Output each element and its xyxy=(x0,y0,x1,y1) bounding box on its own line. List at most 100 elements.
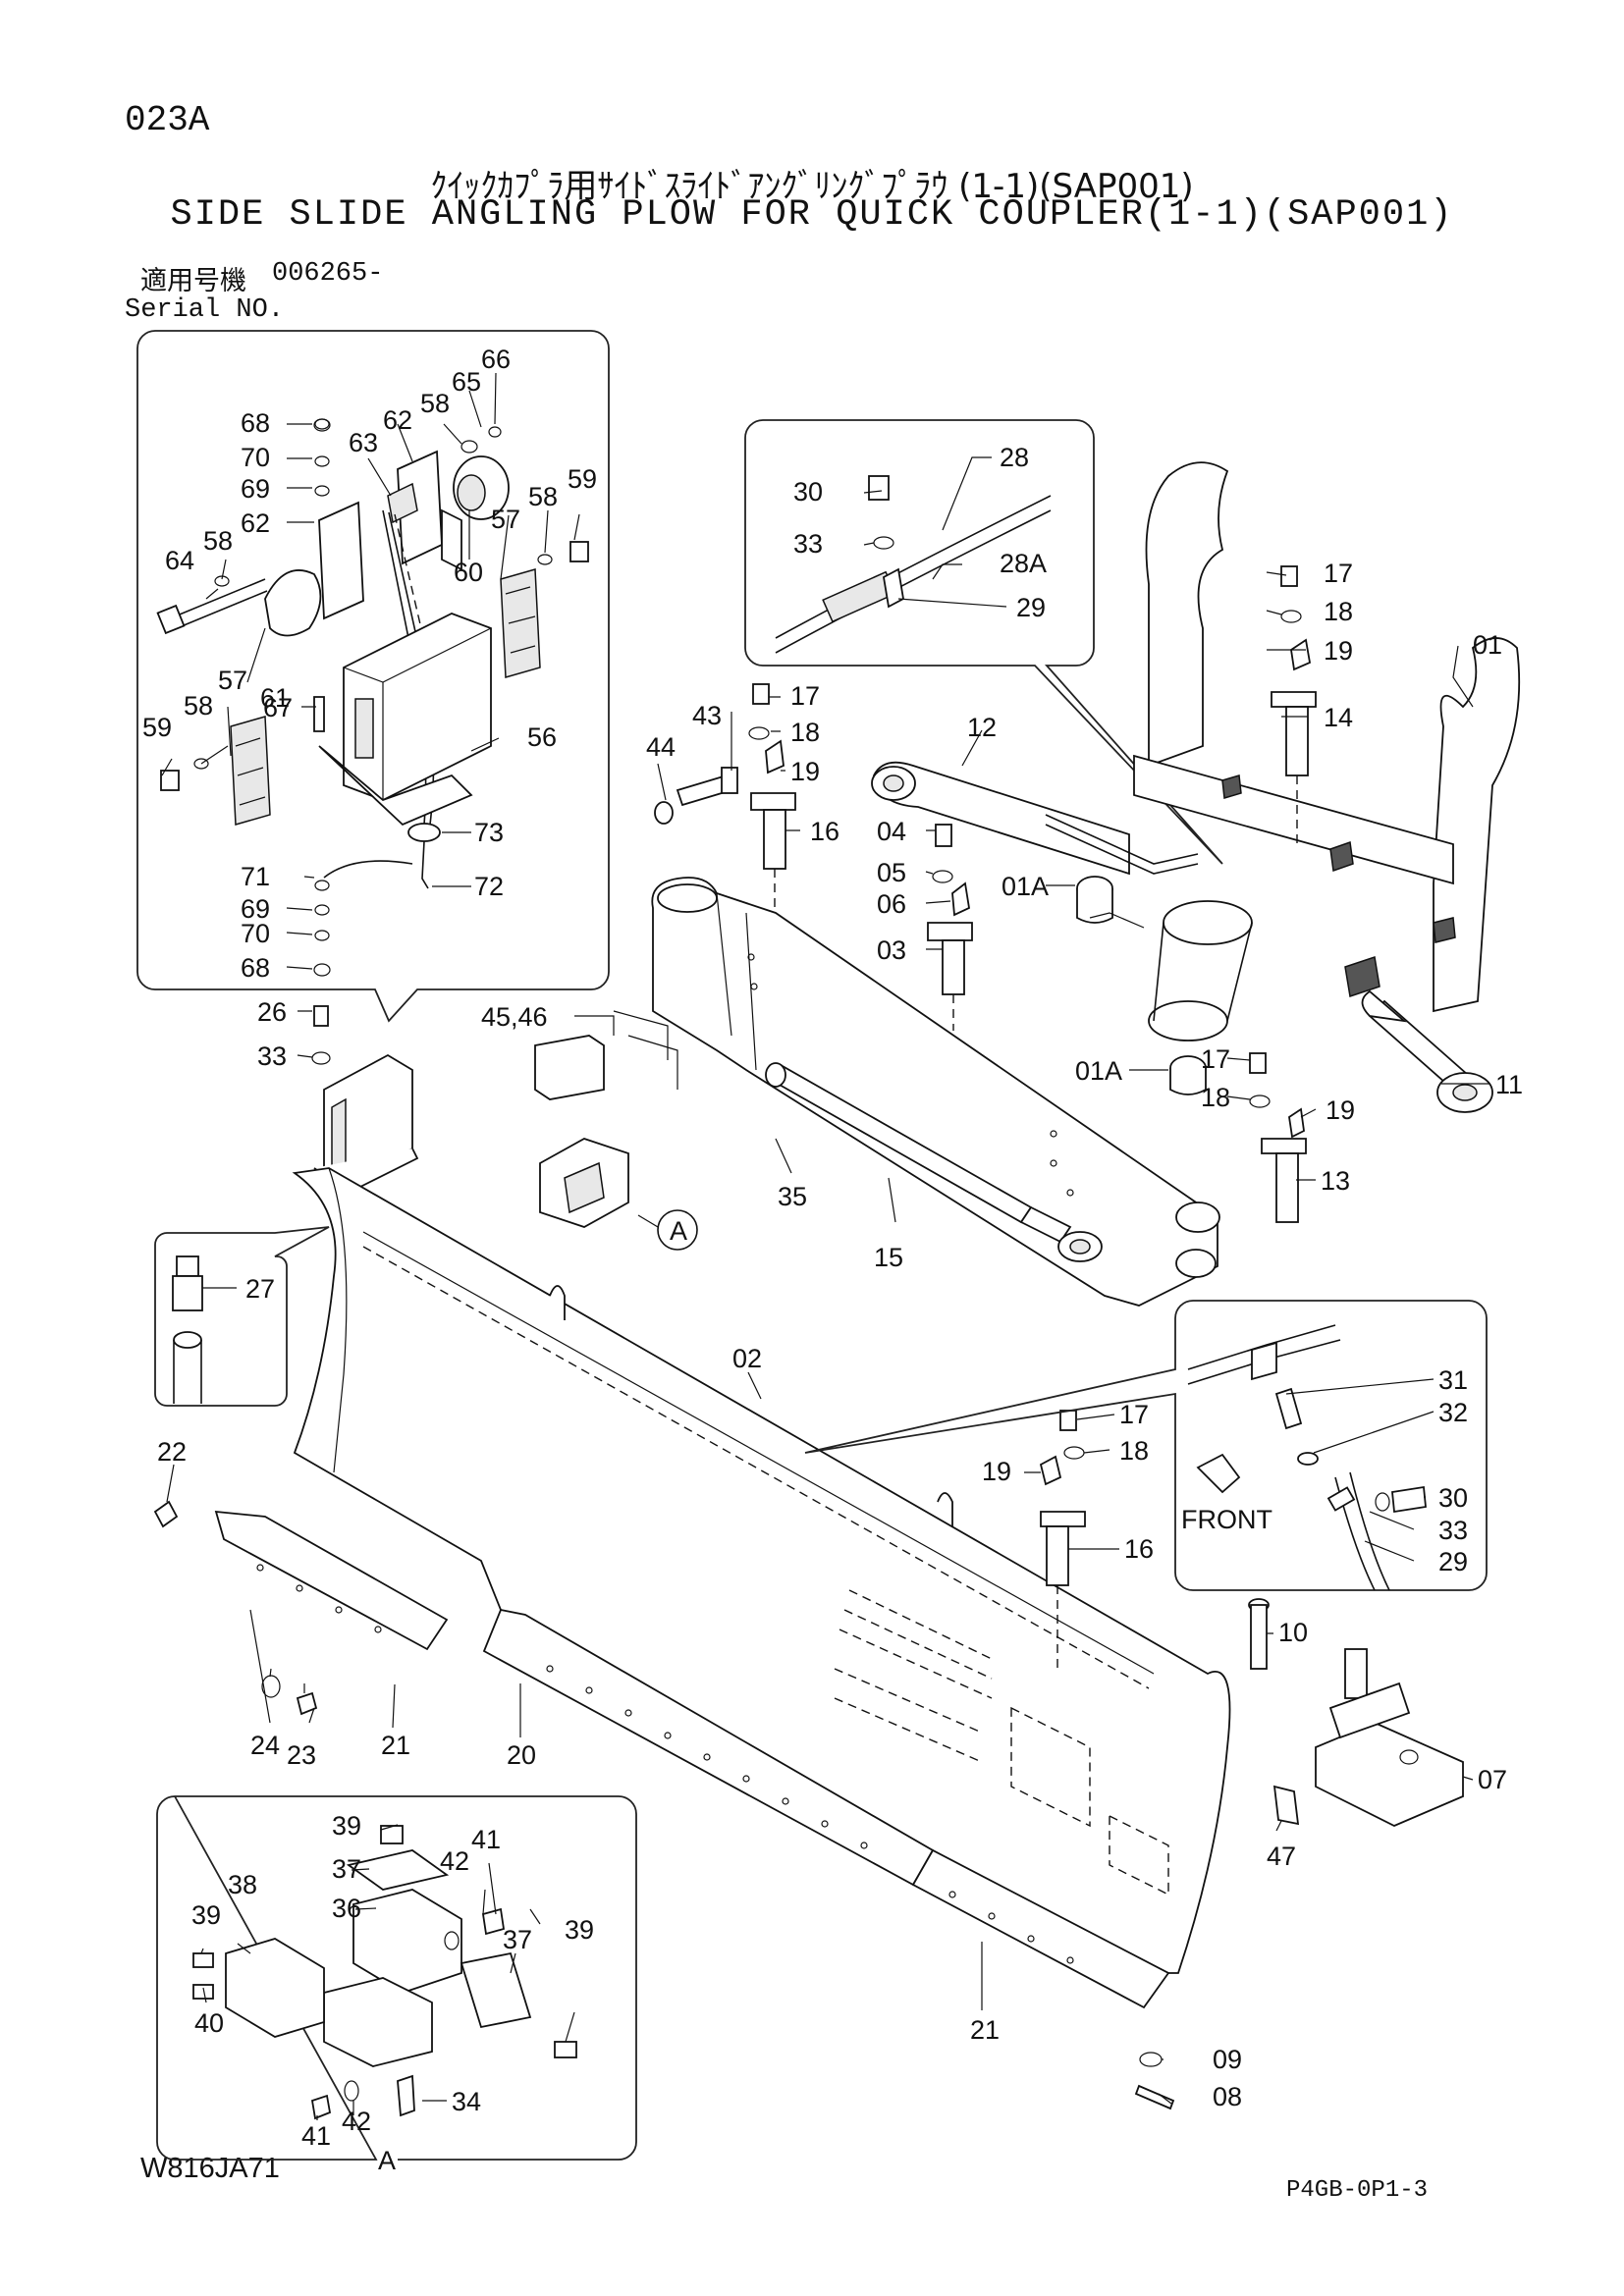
callout-36: 36 xyxy=(332,1894,361,1923)
drawing-code: W816JA71 xyxy=(140,2153,280,2184)
callout-32: 32 xyxy=(1438,1398,1468,1427)
page-title-japanese: ｸｲｯｸｶﾌﾟﾗ用ｻｲﾄﾞｽﾗｲﾄﾞｱﾝｸﾞﾘﾝｸﾞﾌﾟﾗｳ (1-1)(SAP… xyxy=(430,167,1194,206)
callout-58-left: 58 xyxy=(203,526,233,556)
callout-39-right: 39 xyxy=(565,1915,594,1945)
callout-19-mid: 19 xyxy=(790,757,820,786)
callout-labels: 68 70 69 62 63 62 58 65 66 59 58 57 64 5… xyxy=(142,345,1523,2175)
callout-18-mid: 18 xyxy=(790,718,820,747)
callout-45-46: 45,46 xyxy=(481,1002,548,1032)
page-number: 023A xyxy=(125,100,210,140)
callout-18-blade: 18 xyxy=(1119,1436,1149,1466)
callout-39-top: 39 xyxy=(332,1811,361,1841)
callout-09: 09 xyxy=(1213,2045,1242,2074)
callout-60: 60 xyxy=(454,558,483,587)
callout-63: 63 xyxy=(349,428,378,457)
pin-assemblies xyxy=(654,565,1317,1223)
blade-assembly xyxy=(153,1167,1464,2110)
callout-23: 23 xyxy=(287,1740,316,1770)
callout-34: 34 xyxy=(452,2087,481,2116)
callout-41-top: 41 xyxy=(471,1825,501,1854)
callout-58-top: 58 xyxy=(420,389,450,418)
callout-29-hose: 29 xyxy=(1016,593,1046,622)
callout-68-bottom: 68 xyxy=(241,953,270,983)
callout-31: 31 xyxy=(1438,1365,1468,1395)
callout-17-right: 17 xyxy=(1324,559,1353,588)
callout-15: 15 xyxy=(874,1243,903,1272)
callout-20: 20 xyxy=(507,1740,536,1770)
callout-47: 47 xyxy=(1267,1842,1296,1871)
callout-35: 35 xyxy=(778,1182,807,1211)
serial-number: 006265- xyxy=(272,259,384,289)
callout-43: 43 xyxy=(692,701,722,730)
callout-70-bottom: 70 xyxy=(241,919,270,948)
callout-39-left: 39 xyxy=(191,1900,221,1930)
lamp-detail-box xyxy=(136,330,610,1023)
callout-03: 03 xyxy=(877,935,906,965)
callout-37-top: 37 xyxy=(332,1854,361,1884)
callout-16-upper: 16 xyxy=(810,817,839,846)
lamp-box-assembly xyxy=(311,1005,419,1195)
callout-69-top: 69 xyxy=(241,474,270,504)
callout-72: 72 xyxy=(474,872,504,901)
callout-30-front: 30 xyxy=(1438,1483,1468,1513)
callout-70-top: 70 xyxy=(241,443,270,472)
callout-58-right: 58 xyxy=(528,482,558,511)
callout-41-bottom: 41 xyxy=(301,2121,331,2151)
callout-04: 04 xyxy=(877,817,906,846)
page-title: SIDE SLIDE ANGLING PLOW FOR QUICK COUPLE… xyxy=(170,194,1454,236)
callout-02: 02 xyxy=(732,1344,762,1373)
callout-13: 13 xyxy=(1321,1166,1350,1196)
callout-17-mid: 17 xyxy=(790,681,820,711)
callout-69-bottom: 69 xyxy=(241,894,270,924)
callout-56: 56 xyxy=(527,722,557,752)
page-reference: P4GB-0P1-3 xyxy=(1286,2177,1429,2204)
callout-A-label: A xyxy=(378,2146,396,2175)
frame-assembly xyxy=(871,461,1521,1113)
callout-24: 24 xyxy=(250,1731,280,1760)
callout-62-left: 62 xyxy=(241,508,270,538)
callout-65: 65 xyxy=(452,367,481,397)
callout-12: 12 xyxy=(967,713,997,742)
callout-18-right: 18 xyxy=(1324,597,1353,626)
slide-arm-assembly xyxy=(534,877,1220,1307)
callout-64: 64 xyxy=(165,546,194,575)
leader-lines xyxy=(161,372,1490,2120)
callout-19-lower: 19 xyxy=(1326,1095,1355,1125)
callout-33-front: 33 xyxy=(1438,1516,1468,1545)
callout-21-right: 21 xyxy=(970,2015,1000,2045)
callout-58-lower: 58 xyxy=(184,691,213,721)
callout-37-right: 37 xyxy=(503,1925,532,1954)
callout-26: 26 xyxy=(257,997,287,1027)
callout-33-lamp: 33 xyxy=(257,1041,287,1071)
callout-19-right: 19 xyxy=(1324,636,1353,666)
serial-label-japanese: 適用号機 xyxy=(140,266,246,296)
callout-67: 67 xyxy=(263,693,293,722)
callout-17-blade: 17 xyxy=(1119,1400,1149,1429)
callout-28A: 28A xyxy=(1000,549,1047,578)
callout-17-lower: 17 xyxy=(1201,1044,1230,1074)
callout-14: 14 xyxy=(1324,703,1353,732)
callout-40: 40 xyxy=(194,2008,224,2038)
callout-61: 61 xyxy=(260,683,290,713)
callout-71: 71 xyxy=(241,862,270,891)
callout-01A-lower: 01A xyxy=(1075,1056,1122,1086)
callout-62-right: 62 xyxy=(383,405,412,435)
callout-29-front: 29 xyxy=(1438,1547,1468,1576)
callout-21-left: 21 xyxy=(381,1731,410,1760)
callout-27: 27 xyxy=(245,1274,275,1304)
callout-16-blade: 16 xyxy=(1124,1534,1154,1564)
nut-detail-box xyxy=(154,1226,330,1407)
callout-28: 28 xyxy=(1000,443,1029,472)
callout-06: 06 xyxy=(877,889,906,919)
callout-18-lower: 18 xyxy=(1201,1083,1230,1112)
callout-05: 05 xyxy=(877,858,906,887)
callout-01: 01 xyxy=(1473,630,1502,660)
callout-38: 38 xyxy=(228,1870,257,1899)
callout-42-top: 42 xyxy=(440,1846,469,1876)
callout-57-right: 57 xyxy=(491,505,520,534)
callout-59-right: 59 xyxy=(568,464,597,494)
callout-22: 22 xyxy=(157,1437,187,1467)
detail-a-marker xyxy=(657,1209,698,1251)
callout-A-marker: A xyxy=(670,1216,687,1246)
callout-08: 08 xyxy=(1213,2082,1242,2111)
